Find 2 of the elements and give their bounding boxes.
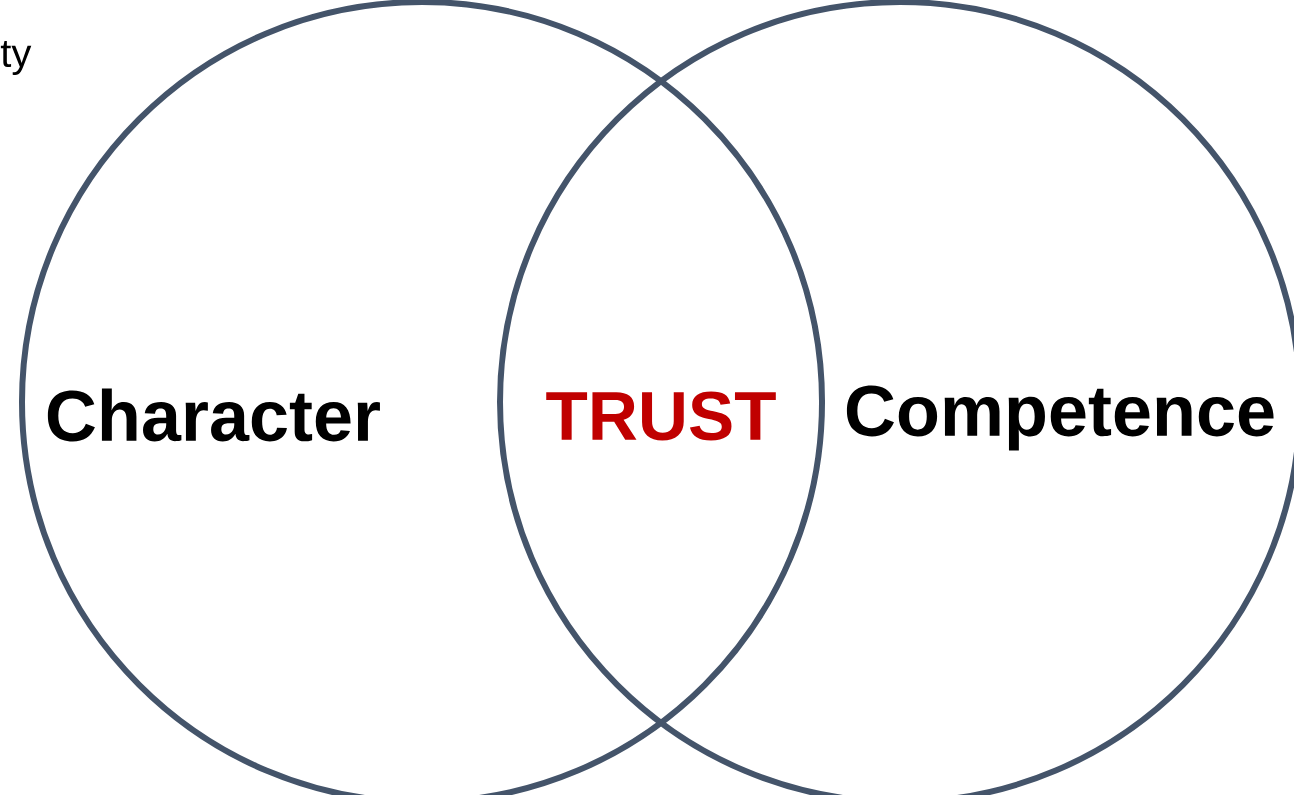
text-fragment: ty <box>0 40 32 76</box>
overlap-label: TRUST <box>546 391 776 441</box>
